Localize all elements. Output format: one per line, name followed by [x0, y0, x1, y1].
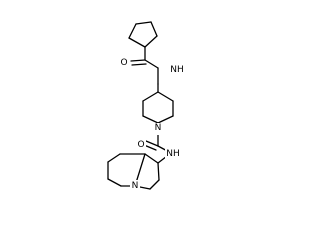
bond — [149, 179, 160, 190]
atom-label-nh-urea: NH — [165, 148, 181, 160]
bond — [144, 59, 159, 69]
atom-label-o-acyl: O — [119, 57, 129, 69]
atom-label-n-indolizidine: N — [130, 180, 140, 192]
atom-label-n-piperidine: N — [153, 123, 163, 135]
bond — [144, 153, 159, 164]
amide-nh-label: NH — [170, 65, 184, 75]
indolizidine-n-label: N — [132, 181, 139, 191]
bond — [130, 59, 146, 62]
oxygen-label: O — [120, 58, 127, 68]
piperidine-n-label: N — [155, 123, 162, 133]
bond — [157, 162, 160, 181]
atom-label-nh-amide: NH — [169, 64, 185, 76]
atom-label-o-urea: O — [136, 139, 146, 151]
bond — [128, 37, 146, 48]
bond — [157, 91, 174, 102]
bond — [142, 115, 159, 124]
bond — [150, 21, 158, 37]
cyclopentyl-ring — [128, 21, 158, 48]
molecule-diagram: O NH N O NH N — [107, 21, 185, 192]
acyl-chain — [130, 46, 159, 85]
bond — [142, 91, 159, 102]
bond — [131, 63, 147, 66]
bond — [157, 115, 174, 124]
bond — [107, 178, 122, 187]
urea-nh-label: NH — [166, 149, 180, 159]
urea-oxygen-label: O — [137, 140, 144, 150]
bond — [135, 21, 152, 25]
piperidine-ring — [142, 83, 174, 124]
bond — [107, 153, 121, 163]
bond — [144, 35, 158, 48]
bond — [145, 140, 159, 147]
bond — [128, 23, 137, 39]
